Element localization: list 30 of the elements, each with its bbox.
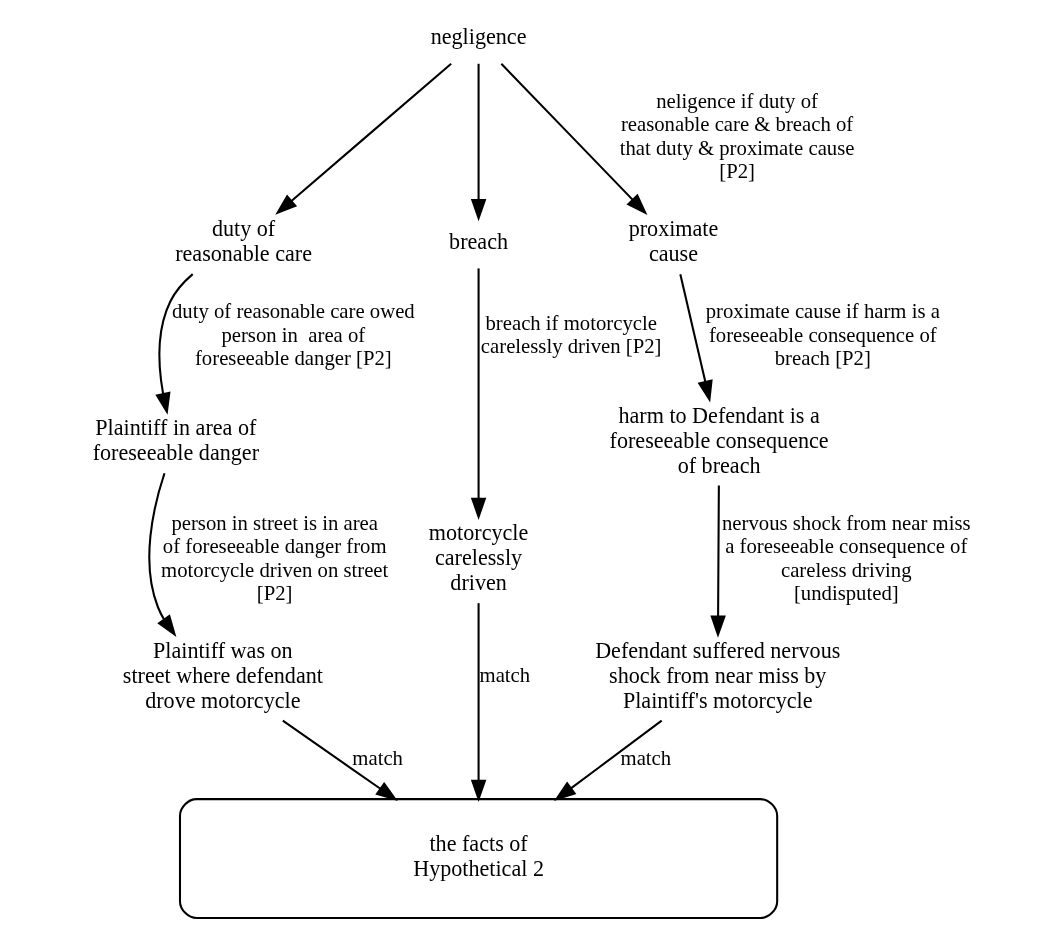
edge-label: proximate cause if harm is a foreseeable consequence of breach [P2] bbox=[705, 300, 940, 370]
arrow bbox=[678, 273, 713, 403]
arrow bbox=[709, 485, 726, 638]
arrow bbox=[553, 719, 662, 801]
node-box: the facts of Hypothetical 2 bbox=[178, 798, 778, 920]
node-text: harm to Defendant is a foreseeable consequence of breach bbox=[609, 402, 829, 478]
arrow bbox=[470, 63, 486, 222]
node-text: negligence bbox=[430, 24, 526, 50]
edge-label: match bbox=[479, 664, 530, 687]
edge-label: duty of reasonable care owed person in area of foreseeable danger [P2] bbox=[171, 300, 415, 370]
arrow bbox=[147, 472, 176, 637]
node-text: Plaintiff in area of foreseeable danger bbox=[92, 415, 259, 466]
edge-label: match bbox=[620, 746, 671, 769]
edge-label: nervous shock from near miss a foreseeable consequence of careless driving [undisputed] bbox=[721, 511, 971, 605]
arrow bbox=[470, 268, 486, 520]
node-text: breach bbox=[448, 228, 508, 254]
edge-label: neligence if duty of reasonable care & breach of that duty & proximate cause [P2] bbox=[619, 89, 854, 183]
node-text: duty of reasonable care bbox=[174, 216, 312, 267]
edge-label: match bbox=[351, 746, 403, 769]
arrow bbox=[154, 273, 193, 415]
arrow bbox=[274, 63, 452, 215]
edge-label: person in street is in area of foreseeable danger from motorcycle driven on street [P2] bbox=[160, 511, 388, 605]
arrow bbox=[281, 719, 398, 801]
node-text: proximate cause bbox=[628, 216, 718, 267]
node-text: Defendant suffered nervous shock from near miss by Plaintiff's motorcycle bbox=[594, 637, 840, 713]
arrow bbox=[470, 603, 486, 802]
node-text: motorcycle carelessly driven bbox=[428, 520, 528, 596]
node-text: Plaintiff was on street where defendant drove motorcycle bbox=[122, 637, 323, 713]
edge-label: breach if motorcycle carelessly driven [P2] bbox=[480, 311, 662, 358]
arrow bbox=[500, 63, 647, 216]
